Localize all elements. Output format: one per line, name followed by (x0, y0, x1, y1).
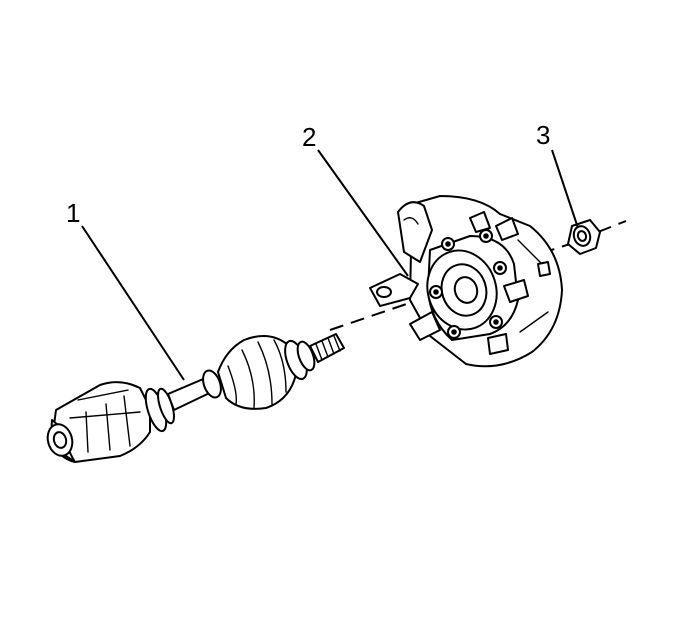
callout-3-label: 3 (536, 120, 550, 150)
splined-stub-shaft (309, 333, 345, 363)
steering-knuckle-hub (369, 195, 563, 368)
callout-1-leader (81, 225, 185, 381)
callout-1-label: 1 (66, 198, 80, 228)
drive-axle-shaft (46, 333, 345, 463)
callout-2-label: 2 (302, 122, 316, 152)
callout-2-leader (317, 149, 409, 277)
callout-3-leader (551, 149, 579, 229)
hub-nut (567, 219, 601, 255)
outer-cv-boot (202, 335, 316, 410)
inner-cv-joint (46, 381, 175, 463)
